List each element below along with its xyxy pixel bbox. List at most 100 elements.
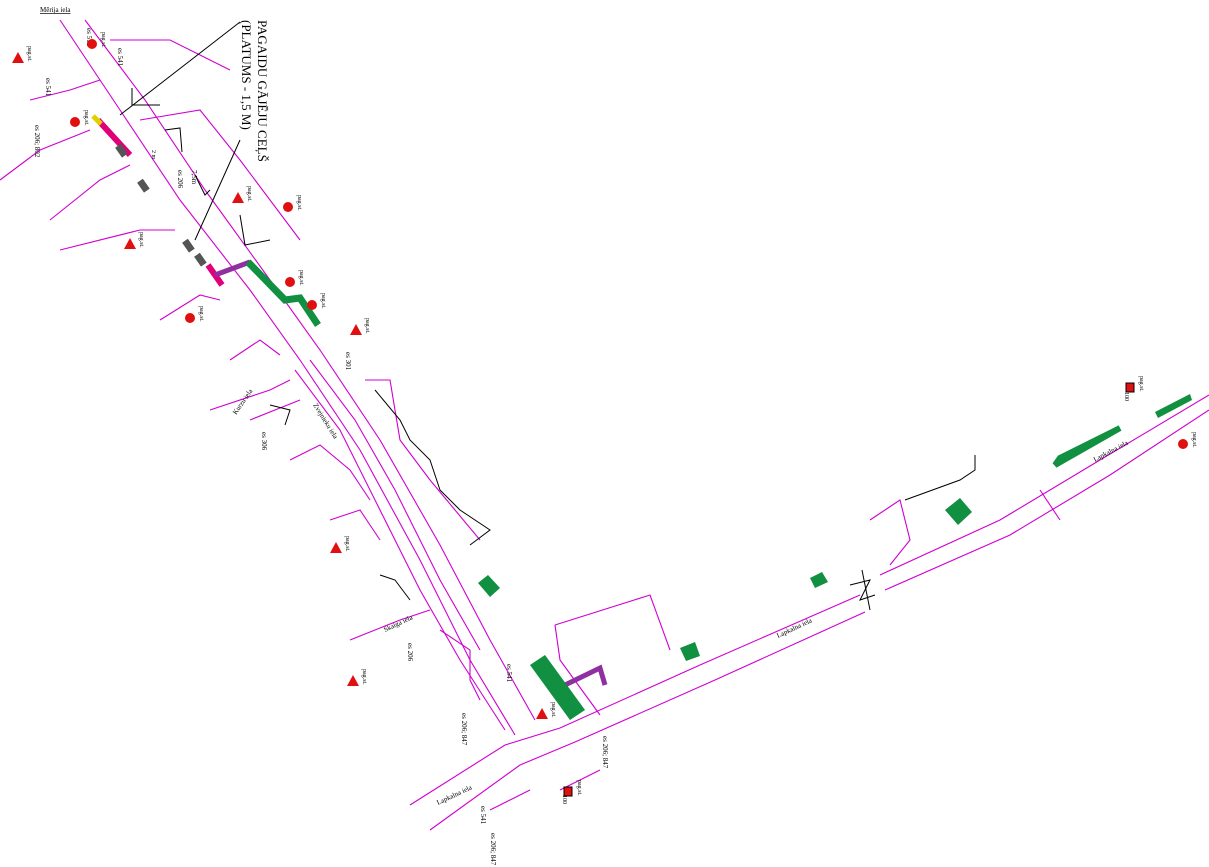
sign-callout: pag.st. [350, 318, 370, 335]
triangle-warning-sign-icon [350, 324, 362, 335]
pag-st-label: pag.st. [198, 306, 204, 322]
small-label: 100 [561, 795, 567, 804]
no-entry-sign-icon [87, 39, 97, 49]
barrier-block [182, 238, 195, 253]
street-labels: Mērija iela Kurzu iela Zvejnieku iela Sk… [40, 6, 1130, 807]
building-line [164, 127, 183, 153]
triangle-warning-sign-icon [330, 542, 342, 553]
barrier-block [137, 178, 150, 193]
green-area [478, 575, 500, 597]
green-areas [478, 394, 1192, 720]
pag-st-label: pag.st. [320, 293, 326, 309]
pag-st-label: pag.st. [364, 318, 370, 334]
plan-title: PAGAIDU GĀJĒJU CEĻŠ (PLATUMS - 1,5 M) [239, 20, 270, 162]
sign-callout: pag.st. [307, 293, 326, 310]
no-entry-sign-icon [285, 277, 295, 287]
sign-code: es 541 [479, 806, 487, 825]
no-entry-sign-icon [185, 313, 195, 323]
building-line [131, 88, 160, 106]
sign-code: es 541 [505, 664, 513, 683]
road-edge [869, 499, 911, 566]
pag-st-label: pag.st. [298, 270, 304, 286]
sign-callout: pag.st. [124, 232, 144, 249]
sign-code: es 206; 847 [460, 713, 468, 746]
small-label: 2 m [150, 150, 156, 160]
road-edge [84, 19, 536, 721]
title-line1: PAGAIDU GĀJĒJU CEĻŠ [255, 20, 270, 162]
pag-st-label: pag.st. [296, 195, 302, 211]
no-entry-sign-icon [1178, 439, 1188, 449]
street-name-skaiga: Skaiga iela [382, 613, 414, 634]
pag-st-label: pag.st. [246, 186, 252, 202]
road-edge [289, 444, 371, 501]
title-line2: (PLATUMS - 1,5 M) [239, 20, 254, 130]
road-edge [110, 39, 231, 71]
road-edge [229, 339, 281, 361]
parking-sign-icon [1125, 382, 1135, 393]
pag-st-label: pag.st. [344, 536, 350, 552]
road-edge [1039, 489, 1061, 521]
sign-code: es 206 [406, 643, 414, 662]
pag-st-label: pag.st. [138, 232, 144, 248]
no-entry-sign-icon [70, 117, 80, 127]
street-name-lapkalna-2: Lapkalna iela [775, 616, 814, 640]
green-area [810, 572, 828, 588]
barrier-block [194, 252, 207, 267]
sign-code: es 206; 847 [601, 736, 609, 769]
sign-callout: pag.st. [285, 270, 304, 287]
pag-st-label: pag.st. [361, 669, 367, 685]
small-label: 100 [1123, 392, 1129, 401]
sign-callout: pag.st. [536, 702, 556, 719]
green-area [530, 655, 585, 720]
sign-code: 7,5m [190, 170, 198, 185]
sign-code: es 206 [176, 170, 184, 189]
green-area [945, 498, 972, 525]
building-line [194, 174, 211, 196]
road-edge [554, 624, 601, 716]
barrier-block [115, 143, 128, 158]
road-edge [59, 19, 516, 736]
no-entry-sign-icon [307, 300, 317, 310]
sign-callout: pag.st. [347, 669, 367, 686]
sign-code-labels: es 512 es 541 es 541 es 206; 802 es 206 … [33, 28, 609, 866]
yellow-marker [91, 114, 103, 126]
sign-callout: pag.st. [70, 110, 89, 127]
sign-callout: pag.st. [283, 195, 302, 212]
road-edge [489, 789, 531, 811]
sign-callout: pag.st. [1178, 432, 1197, 449]
no-entry-sign-icon [283, 202, 293, 212]
triangle-warning-sign-icon [124, 238, 136, 249]
sign-code: es 306 [260, 432, 268, 451]
temporary-pedestrian-path [91, 114, 608, 688]
sign-code: es 541 [116, 48, 124, 67]
small-labels: 2 m 100 100 [150, 150, 1129, 804]
road-edge [409, 594, 861, 806]
building-line [269, 404, 291, 426]
sign-callout: pag.st. [87, 32, 106, 49]
pag-st-label: pag.st. [26, 46, 32, 62]
building-line [379, 574, 411, 601]
road-edge [294, 369, 506, 731]
road-edge [365, 379, 481, 541]
sign-code: es 206; 847 [489, 833, 497, 866]
sign-callout: pag.st. [1125, 376, 1144, 393]
road-edge [49, 164, 131, 221]
pag-st-label: pag.st. [100, 32, 106, 48]
green-path [245, 259, 321, 327]
road-edge [554, 594, 671, 651]
road-edge [0, 129, 91, 181]
title-leader [119, 21, 241, 116]
road-edge [329, 509, 381, 541]
street-name-lapkalna-1: Lapkalna iela [435, 783, 474, 807]
break-line [861, 569, 871, 611]
pag-st-label: pag.st. [550, 702, 556, 718]
street-name-zvejnieku: Zvejnieku iela [311, 402, 340, 441]
triangle-warning-sign-icon [536, 708, 548, 719]
purple-path [214, 259, 251, 278]
sign-code: es 541 [44, 78, 52, 97]
road-edge [309, 359, 481, 651]
green-area [1155, 394, 1192, 418]
sign-code: es 512 [85, 28, 93, 47]
green-area [1052, 425, 1122, 468]
road-edge [139, 109, 301, 241]
